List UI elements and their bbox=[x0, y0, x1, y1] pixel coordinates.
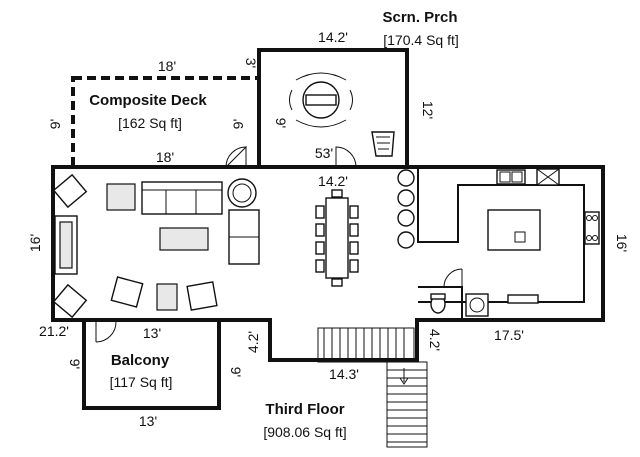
bathroom-sink-icon bbox=[465, 293, 489, 317]
composite-deck-area: [162 Sq ft] bbox=[118, 115, 182, 131]
kitchen bbox=[487, 168, 600, 304]
coffee-table-icon bbox=[159, 227, 209, 251]
dining-table-icon bbox=[315, 189, 359, 287]
armchair-icon bbox=[52, 283, 88, 319]
floor-name: Third Floor bbox=[265, 401, 344, 418]
balcony-name: Balcony bbox=[111, 352, 170, 369]
dim-porch-right: 12' bbox=[420, 101, 436, 119]
dim-main-bottom-left: 21.2' bbox=[39, 323, 69, 339]
dim-porch-bottom: 53' bbox=[315, 145, 333, 161]
ottoman-icon bbox=[156, 283, 178, 311]
living-furniture bbox=[52, 173, 260, 319]
porch-dining-set-icon bbox=[289, 72, 353, 128]
stairs-icon bbox=[317, 327, 428, 448]
floor-area: [908.06 Sq ft] bbox=[263, 424, 346, 440]
porch-lounge-chair-icon bbox=[371, 131, 395, 157]
side-table-icon bbox=[106, 183, 136, 211]
dim-kitchen-bottom: 17.5' bbox=[494, 327, 524, 343]
balcony-area: [117 Sq ft] bbox=[110, 374, 173, 390]
dim-balcony-top: 13' bbox=[143, 325, 161, 341]
kitchen-island-icon bbox=[487, 209, 541, 251]
main-floor bbox=[51, 165, 605, 362]
armchair-icon bbox=[186, 281, 218, 311]
dim-deck-bottom: 18' bbox=[156, 149, 174, 165]
screen-porch-area: [170.4 Sq ft] bbox=[383, 32, 459, 48]
composite-deck-name: Composite Deck bbox=[89, 92, 207, 109]
dim-stair-left: 4.2' bbox=[245, 331, 261, 353]
bathroom bbox=[430, 293, 489, 317]
porch-door-swing-icon bbox=[335, 146, 357, 168]
dim-main-right: 16' bbox=[614, 234, 630, 252]
balcony bbox=[82, 320, 221, 410]
armchair-icon bbox=[52, 173, 88, 209]
dim-porch-left: 3' bbox=[243, 58, 259, 68]
dim-deck-top: 18' bbox=[158, 58, 176, 74]
dim-deck-left: 9' bbox=[47, 119, 63, 129]
dim-porch-inner: 9' bbox=[273, 118, 289, 128]
dim-main-left: 16' bbox=[27, 234, 43, 252]
washer-icon bbox=[507, 294, 539, 304]
dim-stair-bottom: 14.3' bbox=[329, 366, 359, 382]
screen-porch-name: Scrn. Prch bbox=[382, 9, 457, 26]
kitchen-sink-icon bbox=[496, 169, 526, 185]
dim-stair-right: 4.2' bbox=[427, 329, 443, 351]
dim-main-top: 14.2' bbox=[318, 173, 348, 189]
dim-porch-top: 14.2' bbox=[318, 29, 348, 45]
dim-deck-right: 9' bbox=[230, 119, 246, 129]
bar-stools-icon bbox=[397, 169, 415, 249]
screen-porch bbox=[257, 48, 409, 168]
round-table-icon bbox=[227, 178, 257, 208]
armchair-icon bbox=[110, 276, 144, 308]
dim-balcony-bottom: 13' bbox=[139, 413, 157, 429]
balcony-door-swing-icon bbox=[95, 321, 117, 343]
dim-balcony-right: 9' bbox=[228, 367, 244, 377]
dim-balcony-left: 9' bbox=[67, 359, 83, 369]
sofa-top-icon bbox=[141, 181, 223, 215]
